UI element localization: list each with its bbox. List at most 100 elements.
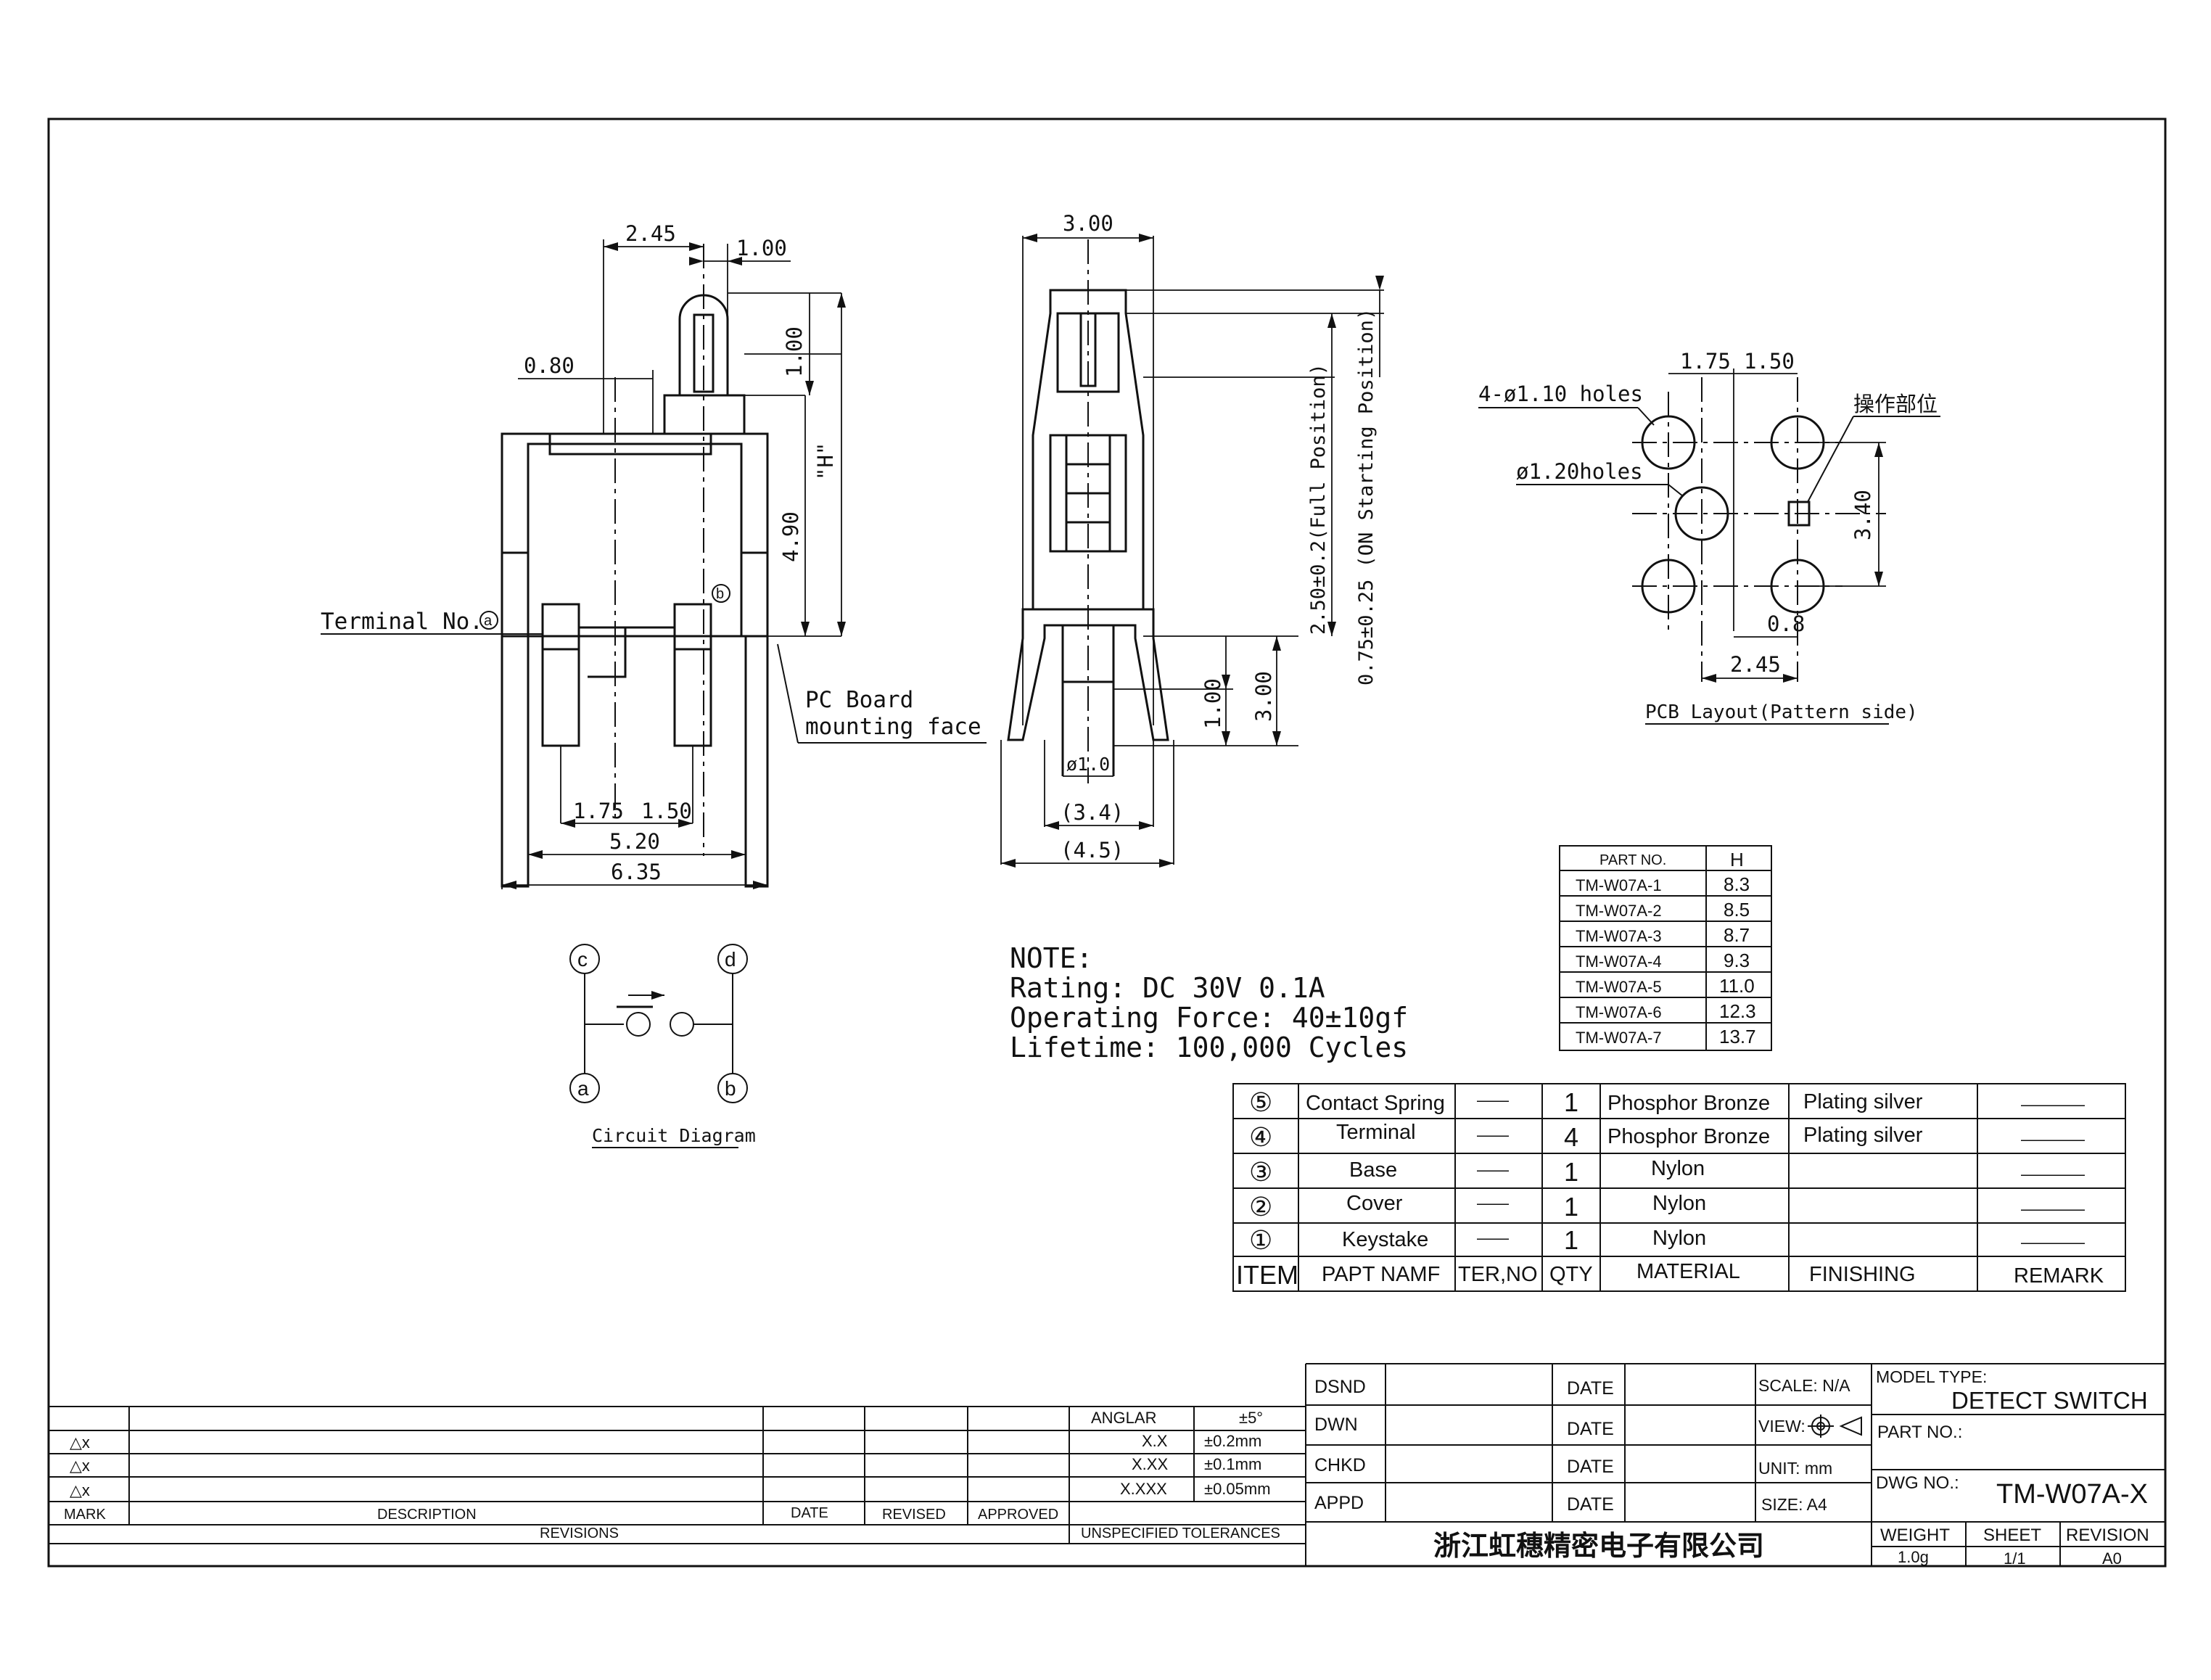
- dim-full-position: 2.50±0.2(Full Position): [1307, 363, 1330, 635]
- dim-1-00-top: 1.00: [736, 236, 787, 260]
- tolerance-label: X.XX: [1132, 1455, 1168, 1473]
- h-table-value: 8.5: [1724, 899, 1750, 921]
- bom-material: Nylon: [1651, 1157, 1705, 1180]
- unit-label: UNIT: mm: [1758, 1459, 1832, 1478]
- revision-col-mark: MARK: [64, 1507, 106, 1523]
- sheet-value: 1/1: [2004, 1549, 2026, 1568]
- circuit-diagram: c d a b Circuit Diagram: [569, 944, 756, 1148]
- pcb-caption: PCB Layout(Pattern side): [1645, 701, 1918, 723]
- bom-remark: ————: [2021, 1200, 2085, 1218]
- bom-material: Nylon: [1652, 1227, 1706, 1250]
- dwg-no-value: TM-W07A-X: [1996, 1479, 2148, 1510]
- tolerance-value: ±0.1mm: [1204, 1455, 1261, 1473]
- bom-item: ①: [1249, 1225, 1272, 1255]
- view-label: VIEW:: [1758, 1417, 1806, 1436]
- tolerances-footer: UNSPECIFIED TOLERANCES: [1081, 1525, 1280, 1541]
- approval-label-appd: APPD: [1314, 1493, 1364, 1513]
- circuit-b: b: [725, 1077, 736, 1100]
- tolerance-value: ±5°: [1239, 1409, 1263, 1427]
- bom-qty: 1: [1564, 1225, 1578, 1255]
- model-type-value: DETECT SWITCH: [1951, 1387, 2148, 1414]
- h-table-part: TM-W07A-6: [1576, 1003, 1662, 1021]
- approval-label-dwn: DWN: [1314, 1415, 1358, 1435]
- dim-H: "H": [813, 442, 838, 480]
- h-table-part: TM-W07A-5: [1576, 978, 1662, 996]
- revision-label: REVISION: [2066, 1525, 2149, 1545]
- bom-item: ②: [1249, 1192, 1272, 1222]
- note-force: Operating Force: 40±10gf: [1010, 1002, 1408, 1034]
- dim-on-starting: 0.75±0.25 (ON Starting Position): [1355, 308, 1378, 685]
- dim-1-00-side: 1.00: [782, 326, 807, 377]
- revision-col-desc: DESCRIPTION: [377, 1507, 477, 1523]
- bom-name: Base: [1349, 1158, 1397, 1182]
- revision-col-date: DATE: [791, 1505, 828, 1521]
- approvals-block: DSND DWN CHKD APPD DATE DATE DATE DATE S…: [1306, 1363, 2165, 1566]
- pcb-dim-0-8: 0.8: [1767, 612, 1805, 636]
- bom-name: Keystake: [1342, 1228, 1428, 1251]
- projection-symbol-icon: [1808, 1415, 1862, 1438]
- terminal-b-mark: b: [716, 586, 724, 602]
- bom-name: Terminal: [1336, 1121, 1416, 1144]
- bom-ter: ——: [1477, 1126, 1509, 1144]
- dim-4-5: (4.5): [1061, 838, 1124, 862]
- pcb-dim-1-50: 1.50: [1744, 349, 1795, 374]
- sheet-label: SHEET: [1983, 1525, 2041, 1545]
- bom-remark: ————: [2021, 1165, 2085, 1183]
- terminal-a-mark: a: [484, 613, 493, 629]
- dim-1-00-side-view: 1.00: [1201, 678, 1225, 729]
- h-table: PART NO. H TM-W07A-1 8.3 TM-W07A-2 8.5 T…: [1559, 845, 1772, 1051]
- bom-remark: ————: [2021, 1233, 2085, 1251]
- h-table-part: TM-W07A-3: [1576, 927, 1662, 945]
- bom-qty: 4: [1564, 1122, 1578, 1152]
- pcb-layout: 1.75 1.50 4-ø1.10 holes ø1.20holes 操作部位 …: [1478, 349, 1940, 725]
- dim-1-75-front: 1.75: [573, 799, 624, 823]
- revision-mark: △x: [70, 1481, 90, 1499]
- note-title: NOTE:: [1010, 942, 1092, 974]
- bom-header-ter: TER,NO: [1458, 1263, 1538, 1286]
- bom-item: ③: [1249, 1157, 1272, 1187]
- scale-label: SCALE: N/A: [1758, 1376, 1850, 1395]
- dim-6-35: 6.35: [611, 860, 662, 884]
- model-type-label: MODEL TYPE:: [1876, 1367, 1987, 1386]
- bom-name: Contact Spring: [1306, 1092, 1445, 1115]
- circuit-a: a: [577, 1077, 589, 1100]
- pcb-holes-1: ø1.20holes: [1516, 459, 1643, 484]
- pcb-dim-2-45: 2.45: [1730, 652, 1781, 677]
- tolerance-label: X.XXX: [1120, 1480, 1167, 1498]
- note-lifetime: Lifetime: 100,000 Cycles: [1010, 1032, 1408, 1063]
- size-label: SIZE: A4: [1761, 1495, 1827, 1514]
- pcb-operate-label: 操作部位: [1853, 392, 1938, 416]
- dwg-no-label: DWG NO.:: [1876, 1473, 1959, 1493]
- weight-label: WEIGHT: [1880, 1525, 1950, 1545]
- bom-qty: 1: [1564, 1157, 1578, 1187]
- bom-header-remark: REMARK: [2014, 1264, 2104, 1288]
- dim-3-4: (3.4): [1061, 800, 1124, 825]
- bom-ter: ——: [1477, 1194, 1509, 1212]
- circuit-c: c: [577, 948, 588, 971]
- dim-dia-1-0: ø1.0: [1066, 754, 1110, 775]
- bom-material: Nylon: [1652, 1192, 1706, 1215]
- bom-ter: ——: [1477, 1229, 1509, 1247]
- h-table-value: 13.7: [1719, 1026, 1756, 1047]
- bom-ter: ——: [1477, 1091, 1509, 1109]
- approval-date-label: DATE: [1567, 1457, 1614, 1477]
- tolerance-value: ±0.05mm: [1204, 1480, 1271, 1498]
- approval-date-label: DATE: [1567, 1378, 1614, 1399]
- pcb-dim-3-40: 3.40: [1850, 490, 1875, 540]
- dim-0-80: 0.80: [524, 353, 575, 378]
- revision-mark: △x: [70, 1457, 90, 1475]
- bom-finishing: Plating silver: [1803, 1090, 1923, 1113]
- bom-table: ⑤ Contact Spring —— 1 Phosphor Bronze Pl…: [1232, 1083, 2126, 1292]
- h-table-value: 11.0: [1719, 975, 1755, 997]
- bom-qty: 1: [1564, 1087, 1578, 1117]
- dim-2-45-front: 2.45: [625, 221, 676, 246]
- approval-date-label: DATE: [1567, 1419, 1614, 1439]
- bom-remark: ————: [2021, 1130, 2085, 1148]
- h-table-header-h: H: [1730, 849, 1744, 870]
- dim-5-20: 5.20: [609, 829, 660, 854]
- h-table-value: 8.3: [1724, 873, 1750, 895]
- part-no-label: PART NO.:: [1877, 1422, 1962, 1442]
- circuit-d: d: [725, 948, 736, 971]
- mounting-face-label: mounting face: [805, 714, 981, 740]
